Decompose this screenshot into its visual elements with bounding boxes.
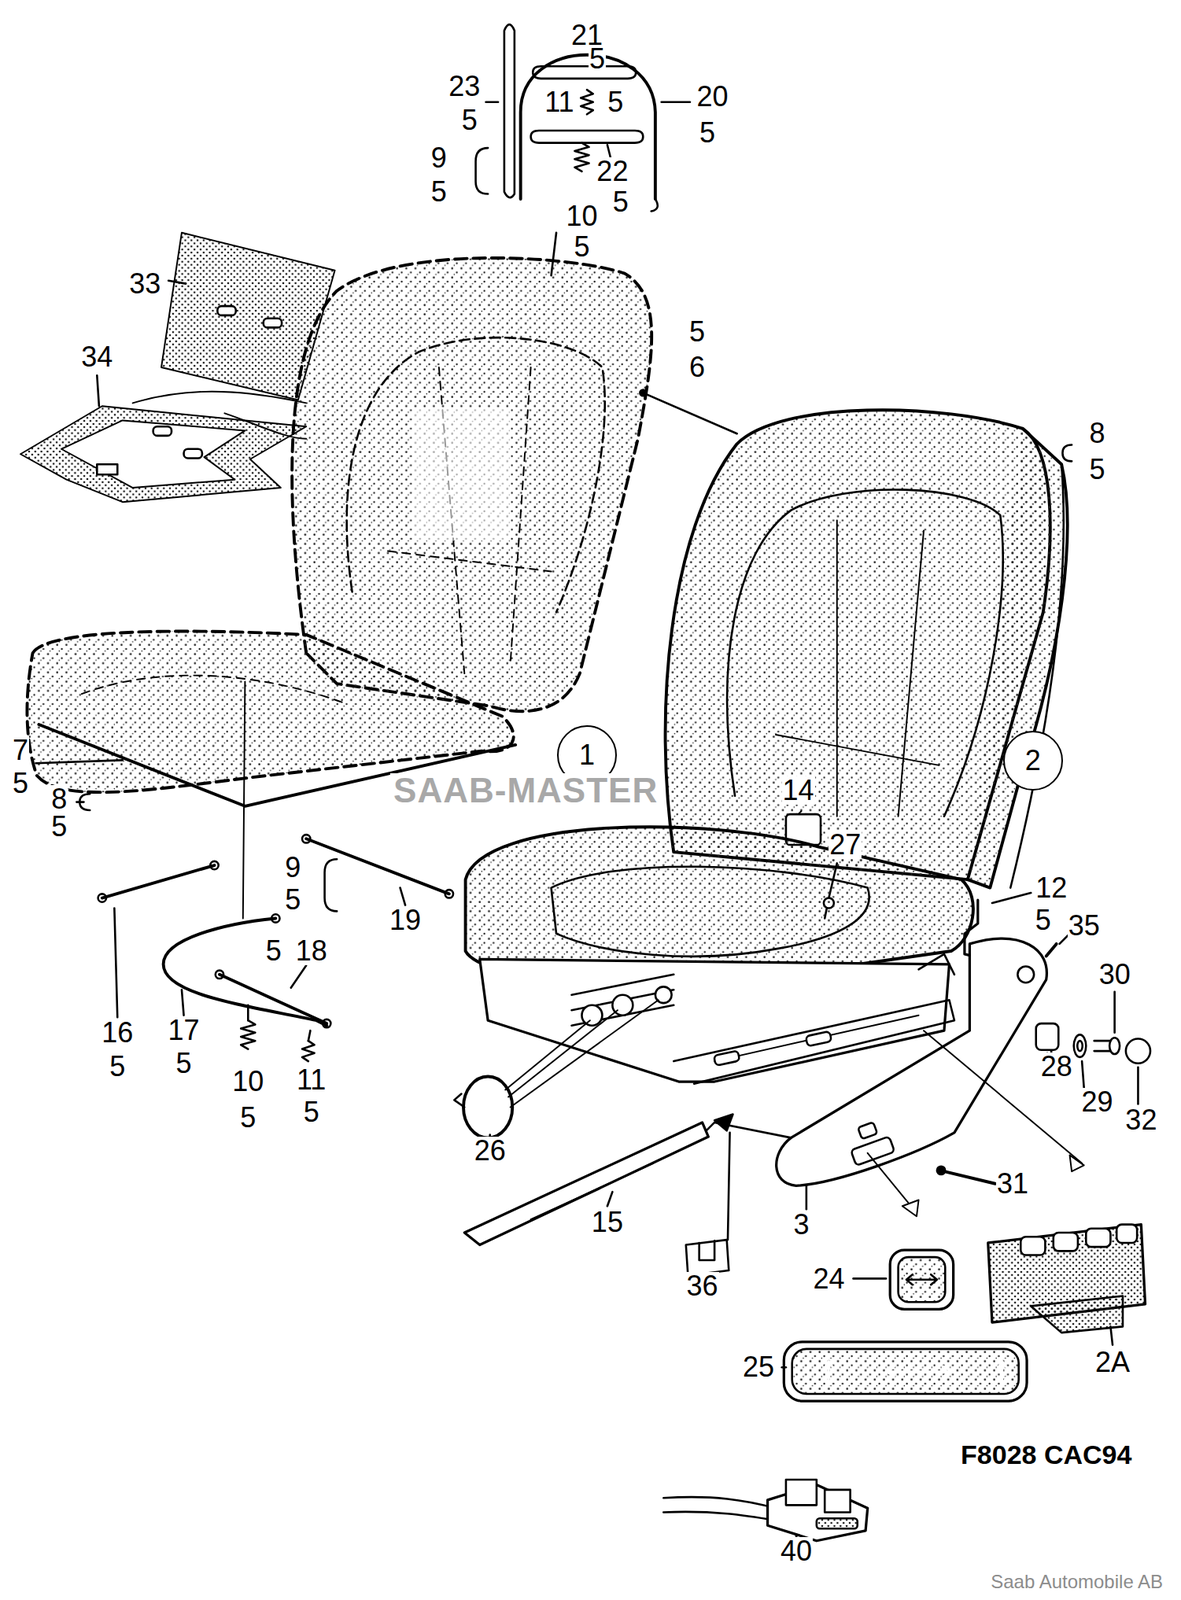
callout-number: 29: [1081, 1088, 1115, 1117]
callout-number: 32: [1124, 1106, 1158, 1135]
callout-number: 5: [588, 44, 606, 74]
callout-number: 18: [295, 937, 329, 966]
callout-number: 5: [50, 812, 68, 842]
callout-number: 5: [461, 106, 479, 135]
callout-number: 10: [564, 202, 598, 231]
callout-number: 10: [231, 1067, 265, 1097]
callout-number: 20: [695, 82, 729, 111]
callout-number: 3: [792, 1210, 810, 1240]
callout-number: 8: [50, 785, 68, 814]
callout-number: 9: [430, 143, 448, 173]
callout-number: 5: [572, 232, 591, 262]
callout-number: 19: [388, 906, 422, 935]
callout-number: 35: [1067, 911, 1101, 941]
circled-callout: 2: [1002, 730, 1064, 792]
callout-number: 5: [430, 177, 448, 207]
callout-number: 5: [108, 1052, 126, 1082]
callout-number: 36: [686, 1272, 720, 1301]
callout-number: 1: [579, 738, 595, 772]
callout-number: 2A: [1094, 1348, 1131, 1377]
callout-number: 14: [781, 776, 815, 805]
callout-number: 24: [811, 1265, 846, 1294]
callout-number: 11: [543, 88, 575, 117]
callout-number: 6: [688, 353, 706, 382]
callout-number: 8: [1088, 419, 1107, 448]
callout-number: 11: [295, 1066, 327, 1095]
callout-number: 33: [128, 269, 162, 299]
callout-number: 5: [612, 188, 630, 217]
callout-number: 17: [166, 1016, 200, 1045]
callout-number: 34: [80, 343, 114, 372]
callout-number: 40: [779, 1537, 813, 1566]
callout-number: 5: [1034, 906, 1052, 935]
callout-number: 31: [996, 1169, 1030, 1199]
callout-number: 5: [284, 885, 302, 915]
callout-number: 5: [11, 769, 30, 798]
callout-number: 23: [447, 72, 481, 101]
callout-number: 9: [284, 853, 302, 883]
callout-number: 5: [265, 937, 283, 966]
callout-number: 16: [100, 1018, 134, 1048]
callout-number: 27: [828, 830, 862, 860]
callout-number: 5: [239, 1103, 257, 1133]
callout-number: 5: [175, 1049, 193, 1078]
callout-text-holder: 2: [1002, 730, 1064, 792]
callout-number: 28: [1040, 1052, 1074, 1082]
callout-number: 5: [698, 118, 716, 148]
callout-number: 5: [688, 317, 706, 347]
callout-number: 12: [1034, 874, 1068, 903]
callout-number: 22: [595, 157, 629, 186]
callout-number: 5: [1088, 455, 1107, 484]
callout-number: 5: [302, 1098, 321, 1127]
callout-number: 5: [606, 88, 624, 117]
callout-number: 7: [11, 736, 30, 765]
callout-number: 25: [741, 1353, 776, 1382]
callout-number: 30: [1098, 960, 1132, 990]
figure-code: F8028 CAC94: [959, 1441, 1133, 1469]
callout-number: 26: [473, 1136, 507, 1166]
callout-number: 2: [1025, 744, 1041, 778]
watermark-text: SAAB-MASTER: [390, 773, 661, 809]
copyright-credit: Saab Automobile AB: [989, 1572, 1164, 1592]
callout-number: 15: [590, 1208, 624, 1237]
